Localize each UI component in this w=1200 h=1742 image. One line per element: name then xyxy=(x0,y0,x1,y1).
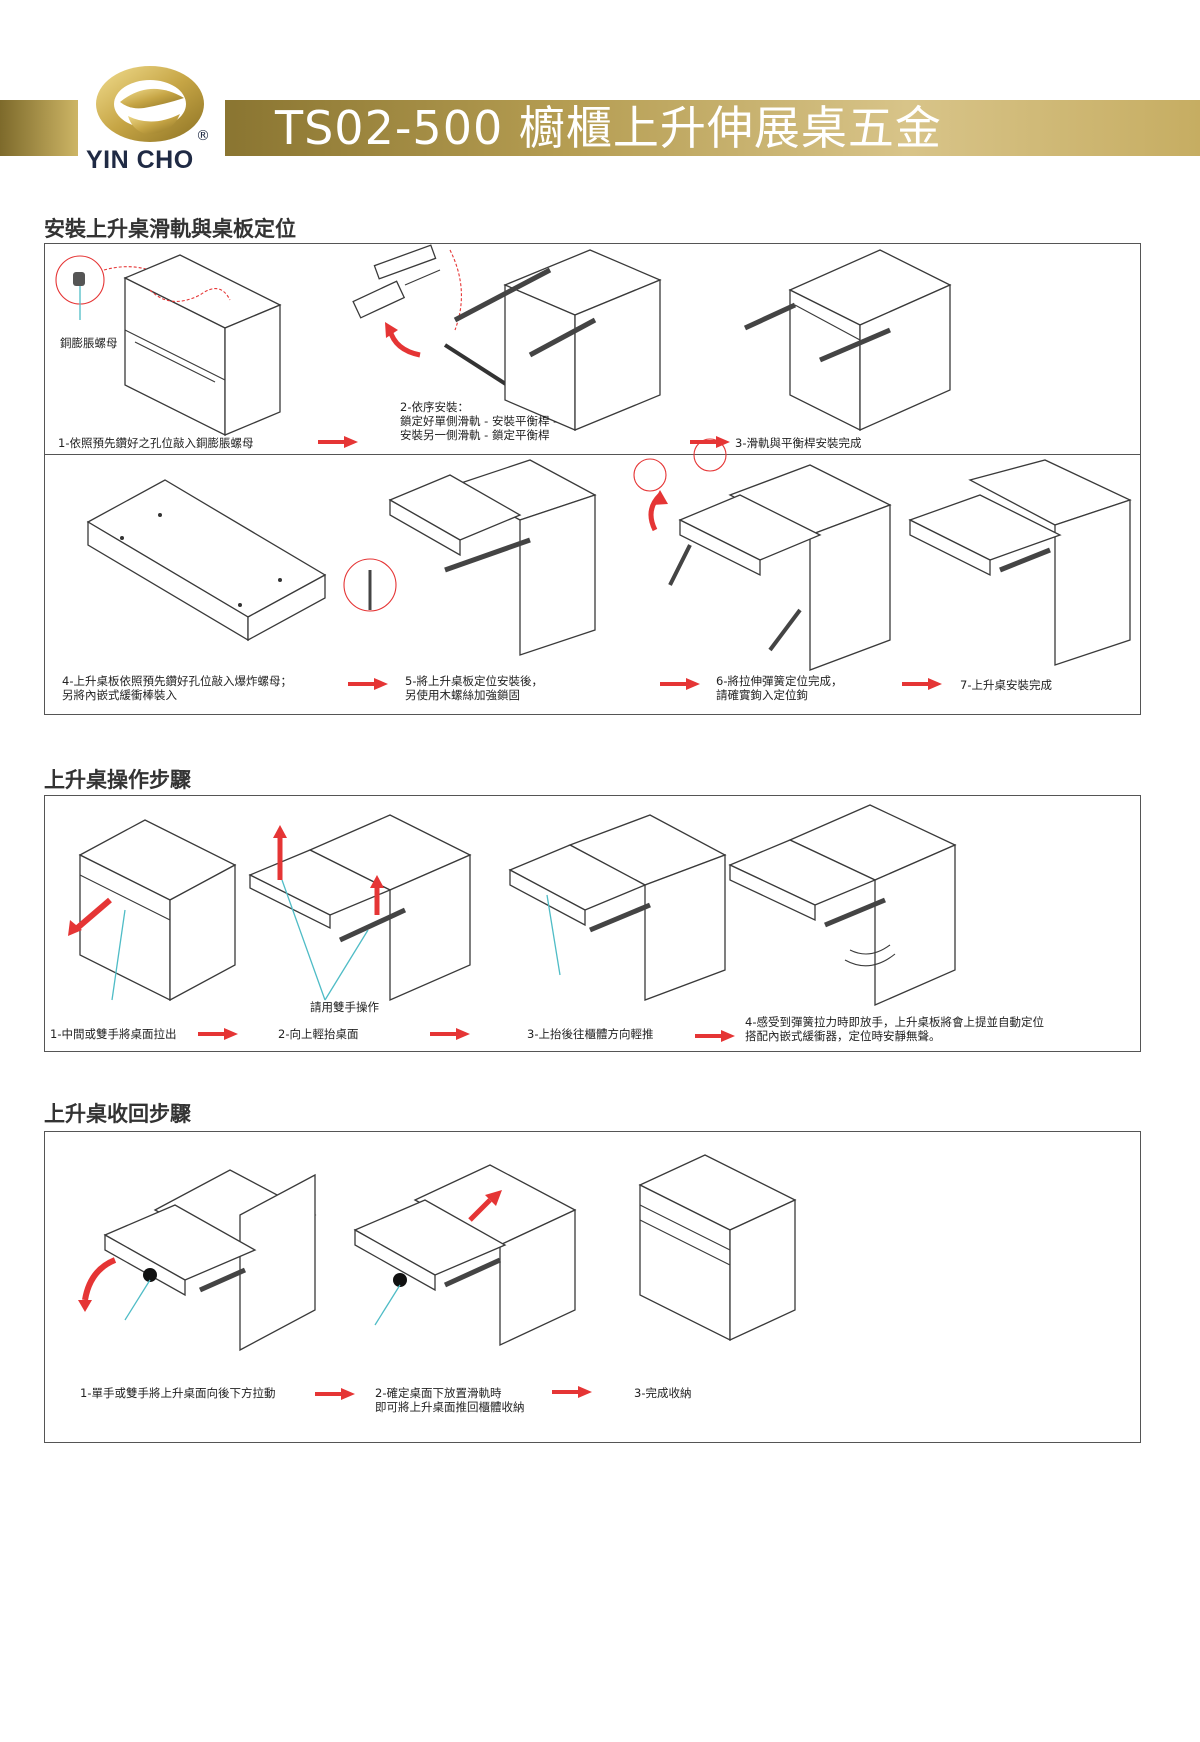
retract-step-3: 3-完成收納 xyxy=(634,1386,692,1400)
install-step-4-line: 另將內嵌式緩衝棒裝入 xyxy=(62,688,177,702)
install-step-6-title: 6-將拉伸彈簧定位完成， xyxy=(716,674,843,688)
retract-step-1: 1-單手或雙手將上升桌面向後下方拉動 xyxy=(80,1386,276,1400)
install-step-5-title: 5-將上升桌板定位安裝後， xyxy=(405,674,543,688)
retract-illustrations xyxy=(78,1154,797,1352)
install-step-2: 2-依序安裝： 鎖定好單側滑軌 - 安裝平衡桿 - 安裝另一側滑軌 - 鎖定平衡… xyxy=(400,400,557,442)
logo-emblem-icon xyxy=(96,66,204,142)
step-arrow-icon xyxy=(902,678,942,690)
operate-step-2: 2-向上輕抬桌面 xyxy=(278,1027,359,1041)
install-step-4-title: 4-上升桌板依照預先鑽好孔位敲入爆炸螺母； xyxy=(62,674,292,688)
install-step-2-line: 安裝另一側滑軌 - 鎖定平衡桿 xyxy=(400,428,550,442)
retract-step-2: 2-確定桌面下放置滑軌時 即可將上升桌面推回櫃體收納 xyxy=(375,1386,525,1414)
install-step-3: 3-滑軌與平衡桿安裝完成 xyxy=(735,436,862,450)
install-step-5-line: 另使用木螺絲加強鎖固 xyxy=(405,688,520,702)
header-band xyxy=(225,100,1200,156)
install-step-6-line: 請確實鉤入定位鉤 xyxy=(716,688,808,702)
step-arrow-icon xyxy=(198,1028,238,1040)
install-callout-label: 銅膨脹螺母 xyxy=(60,336,118,350)
step-arrow-icon xyxy=(430,1028,470,1040)
install-step-2-line: 鎖定好單側滑軌 - 安裝平衡桿 - xyxy=(400,414,558,428)
install-row2-illustrations xyxy=(86,438,1132,671)
header-band-left xyxy=(0,100,78,156)
retract-step-2-line: 即可將上升桌面推回櫃體收納 xyxy=(375,1400,525,1414)
install-step-6: 6-將拉伸彈簧定位完成， 請確實鉤入定位鉤 xyxy=(716,674,842,702)
step-arrow-icon xyxy=(690,436,730,448)
page-title: TS02-500 櫥櫃上升伸展桌五金 xyxy=(275,101,942,155)
step-arrow-icon xyxy=(552,1386,592,1398)
install-step-5: 5-將上升桌板定位安裝後， 另使用木螺絲加強鎖固 xyxy=(405,674,543,702)
section-heading-retract: 上升桌收回步驟 xyxy=(44,1102,191,1126)
operate-step-4: 4-感受到彈簧拉力時即放手，上升桌板將會上提並自動定位 搭配內嵌式緩衝器，定位時… xyxy=(745,1015,1044,1043)
brand-name: YIN CHO xyxy=(86,146,194,174)
step-arrow-icon xyxy=(660,678,700,690)
operate-illustrations xyxy=(68,804,957,1006)
retract-step-2-title: 2-確定桌面下放置滑軌時 xyxy=(375,1386,502,1400)
operate-step-3: 3-上抬後往櫃體方向輕推 xyxy=(527,1027,654,1041)
operate-step-1: 1-中間或雙手將桌面拉出 xyxy=(50,1027,177,1041)
registered-mark: ® xyxy=(196,128,210,144)
step-arrow-icon xyxy=(315,1388,355,1400)
operate-step-4-line: 搭配內嵌式緩衝器，定位時安靜無聲。 xyxy=(745,1029,941,1043)
install-row1-illustrations xyxy=(55,244,952,437)
install-step-1: 1-依照預先鑽好之孔位敲入銅膨脹螺母 xyxy=(58,436,254,450)
install-step-2-title: 2-依序安裝： xyxy=(400,400,469,414)
install-panel-divider xyxy=(44,454,1140,455)
step-arrow-icon xyxy=(318,436,358,448)
operate-callout-label: 請用雙手操作 xyxy=(310,1000,379,1014)
section-heading-install: 安裝上升桌滑軌與桌板定位 xyxy=(44,217,296,241)
step-arrow-icon xyxy=(348,678,388,690)
section-heading-operate: 上升桌操作步驟 xyxy=(44,768,191,792)
install-step-7: 7-上升桌安裝完成 xyxy=(960,678,1052,692)
install-step-4: 4-上升桌板依照預先鑽好孔位敲入爆炸螺母； 另將內嵌式緩衝棒裝入 xyxy=(62,674,292,702)
operate-step-4-title: 4-感受到彈簧拉力時即放手，上升桌板將會上提並自動定位 xyxy=(745,1015,1044,1029)
step-arrow-icon xyxy=(695,1030,735,1042)
